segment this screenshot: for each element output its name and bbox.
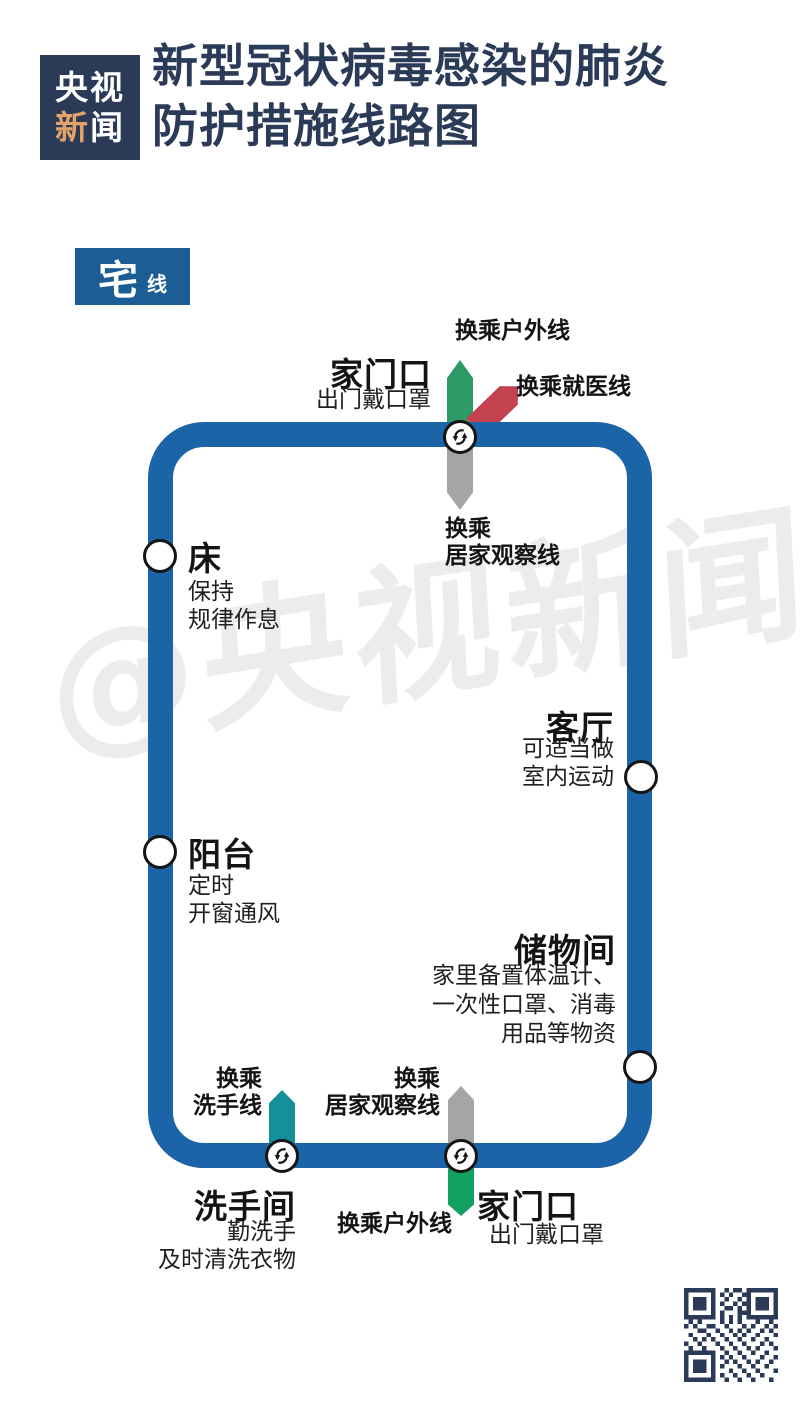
station-desc-storage: 家里备置体温计、 一次性口罩、消毒 用品等物资 [432,962,616,1049]
station-name-balcony: 阳台 [188,835,256,874]
station-desc-storage-line3: 用品等物资 [501,1021,616,1047]
station-desc-bed-line2: 规律作息 [188,607,280,633]
station-name-top-door: 家门口 [330,355,432,394]
station-desc-bathroom-line2: 及时清洗衣物 [158,1247,296,1273]
logo-line-top: 央视 [40,68,140,108]
station-desc-living-room-line2: 室内运动 [522,764,614,790]
station-name-bottom-door: 家门口 [477,1187,579,1226]
cctv-news-logo: 央视 新闻 [40,55,140,160]
station-desc-balcony: 定时 开窗通风 [188,872,280,928]
station-dot-bed [143,539,177,573]
logo-text-rest: 闻 [90,107,125,147]
label-transfer-observe-top-line1: 换乘 [445,516,491,542]
station-desc-living-room: 可适当做 室内运动 [522,735,614,791]
transfer-cycle-icon [274,1148,290,1164]
title-line-2: 防护措施线路图 [152,99,481,153]
station-desc-bathroom-line1: 勤洗手 [227,1219,296,1245]
transfer-station-bottom-door [444,1139,478,1173]
home-line-badge-suffix: 线 [147,272,167,296]
home-line-badge: 宅 线 [75,248,190,305]
label-transfer-outdoor-top: 换乘户外线 [455,318,570,344]
label-transfer-handwash-line2: 洗手线 [193,1093,262,1119]
station-desc-bottom-door: 出门戴口罩 [489,1222,604,1248]
station-name-bathroom: 洗手间 [194,1187,296,1226]
station-desc-bed-line1: 保持 [188,579,234,605]
station-desc-storage-line2: 一次性口罩、消毒 [432,992,616,1018]
transfer-cycle-icon [453,1148,469,1164]
logo-text-top: 央视 [55,67,125,107]
label-transfer-observe-bottom: 换乘 居家观察线 [325,1066,440,1120]
label-transfer-medical: 换乘就医线 [516,374,631,400]
label-transfer-handwash-line1: 换乘 [216,1066,262,1092]
station-name-living-room: 客厅 [546,708,614,747]
label-transfer-outdoor-bottom: 换乘户外线 [337,1211,452,1237]
transfer-station-top-door [443,420,477,454]
station-desc-storage-line1: 家里备置体温计、 [432,963,616,989]
station-desc-balcony-line1: 定时 [188,873,234,899]
title-line-1: 新型冠状病毒感染的肺炎 [152,39,669,93]
label-transfer-handwash: 换乘 洗手线 [193,1066,262,1120]
home-line-loop [148,422,652,1168]
home-line-badge-name: 宅 [98,257,138,304]
station-dot-balcony [143,835,177,869]
station-desc-bed: 保持 规律作息 [188,578,280,634]
logo-text-accent: 新 [55,107,90,147]
qr-code [684,1288,778,1382]
label-transfer-observe-bottom-line1: 换乘 [394,1066,440,1092]
page-title: 新型冠状病毒感染的肺炎 防护措施线路图 [152,36,669,156]
label-transfer-observe-bottom-line2: 居家观察线 [325,1093,440,1119]
station-desc-bathroom: 勤洗手 及时清洗衣物 [158,1218,296,1274]
transfer-station-bathroom [265,1139,299,1173]
logo-line-bottom: 新闻 [40,108,140,148]
station-name-storage: 储物间 [514,931,616,970]
station-desc-living-room-line1: 可适当做 [522,736,614,762]
station-name-bed: 床 [188,539,222,578]
station-desc-balcony-line2: 开窗通风 [188,901,280,927]
station-dot-storage [623,1050,657,1084]
label-transfer-observe-top: 换乘 居家观察线 [445,516,560,570]
station-dot-living-room [624,760,658,794]
transfer-cycle-icon [452,429,468,445]
station-desc-top-door: 出门戴口罩 [316,387,431,413]
label-transfer-observe-top-line2: 居家观察线 [445,543,560,569]
